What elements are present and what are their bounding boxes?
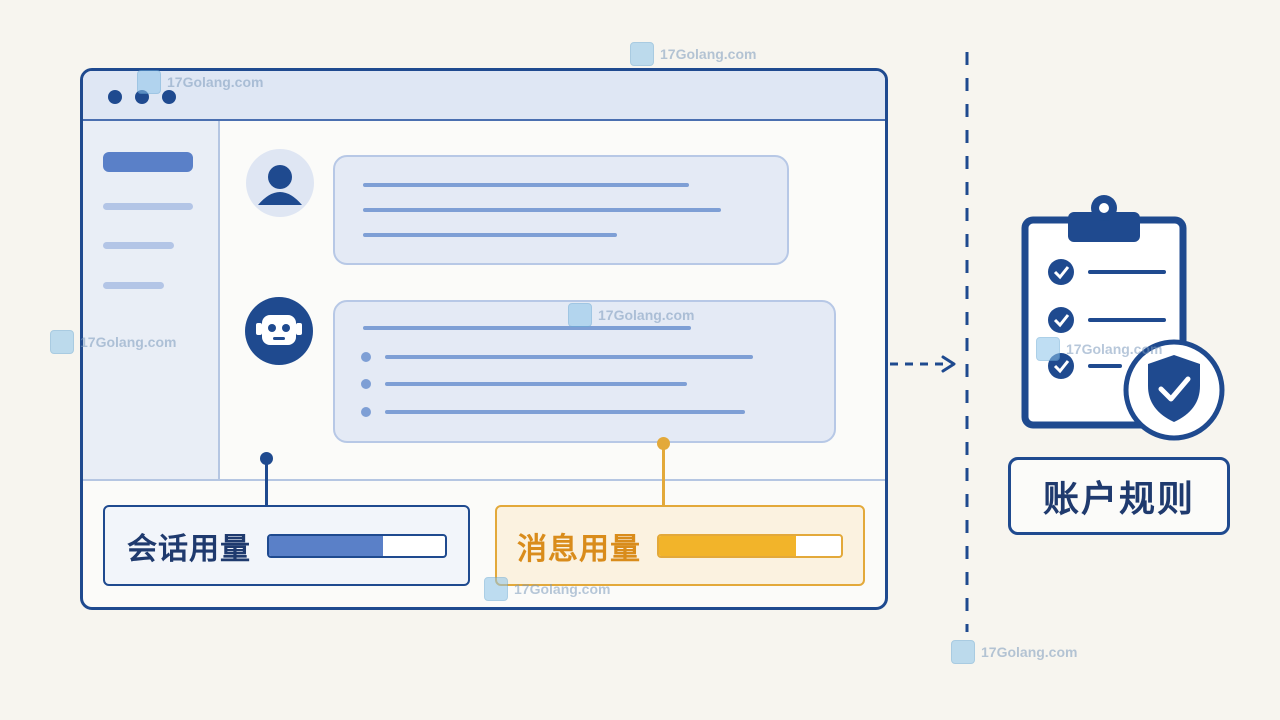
connector-dot (260, 452, 273, 465)
chat-window: 会话用量 消息用量 (80, 68, 888, 610)
connector-line (662, 448, 665, 506)
vertical-dashed-divider (965, 52, 969, 632)
window-control-dot[interactable] (108, 90, 122, 104)
message-text-line (363, 326, 691, 330)
watermark-logo-icon (951, 640, 975, 664)
user-avatar-icon (246, 149, 314, 217)
connector-line (265, 463, 268, 506)
message-usage-bar-fill (659, 535, 796, 556)
message-text-line (385, 382, 687, 386)
bullet-point (361, 379, 371, 389)
content-divider (83, 479, 885, 481)
clipboard-checklist-icon (1021, 195, 1225, 441)
message-text-line (363, 208, 721, 212)
session-usage-bar (267, 533, 447, 558)
bot-message-bubble (333, 300, 836, 443)
sidebar-item[interactable] (103, 242, 174, 249)
session-usage-bar-fill (269, 535, 384, 556)
watermark-logo-icon (630, 42, 654, 66)
connector-dot (657, 437, 670, 450)
account-rules-label: 账户规则 (1042, 479, 1195, 520)
robot-avatar-icon (245, 297, 313, 365)
sidebar-item[interactable] (103, 203, 193, 210)
sidebar (83, 121, 220, 479)
account-rules-box: 账户规则 (1008, 457, 1230, 535)
sidebar-item[interactable] (103, 282, 164, 289)
message-text-line (363, 183, 689, 187)
session-usage-label: 会话用量 (127, 531, 251, 567)
window-control-dot[interactable] (135, 90, 149, 104)
user-message-bubble (333, 155, 789, 265)
watermark-logo-icon (50, 330, 74, 354)
message-usage-card: 消息用量 (495, 505, 865, 586)
bullet-point (361, 352, 371, 362)
watermark: 17Golang.com (951, 640, 1077, 664)
message-usage-label: 消息用量 (517, 531, 641, 567)
session-usage-card: 会话用量 (103, 505, 470, 586)
message-text-line (385, 355, 753, 359)
sidebar-item-active[interactable] (103, 152, 193, 172)
message-text-line (385, 410, 745, 414)
watermark: 17Golang.com (630, 42, 756, 66)
message-usage-bar (657, 533, 843, 558)
bullet-point (361, 407, 371, 417)
window-titlebar (83, 71, 885, 121)
window-control-dot[interactable] (162, 90, 176, 104)
dashed-arrow-right-icon (890, 355, 956, 373)
message-text-line (363, 233, 617, 237)
